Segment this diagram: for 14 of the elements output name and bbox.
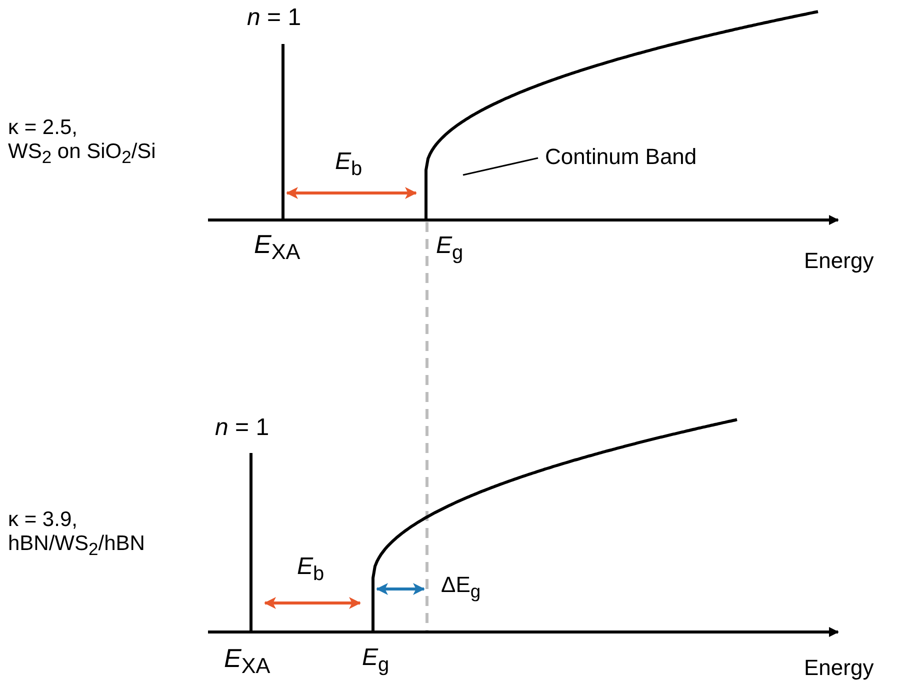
band-gap-shift-label: ΔE$_{g}$: [441, 572, 481, 602]
sample-label: κ = 2.5, WS$_{2}$ on SiO$_{2}$/Si: [8, 116, 157, 168]
axis-label: Energy: [804, 655, 874, 680]
band-label: Continum Band: [545, 144, 697, 170]
axis-label: Energy: [804, 248, 874, 274]
leader-line: [462, 157, 538, 176]
level-label: n = 1: [247, 4, 302, 32]
sample-label: κ = 3.9, hBN/WS$_{2}$/hBN: [8, 508, 146, 560]
continuum-band-curve: [424, 10, 818, 220]
binding-energy-label: E$_{b}$: [297, 553, 324, 586]
band-gap-label: E$_{g}$: [436, 232, 464, 265]
band-gap-label: E$_{g}$: [362, 644, 390, 677]
level-label: n = 1: [215, 414, 270, 442]
binding-energy-label: E$_{b}$: [335, 148, 362, 181]
